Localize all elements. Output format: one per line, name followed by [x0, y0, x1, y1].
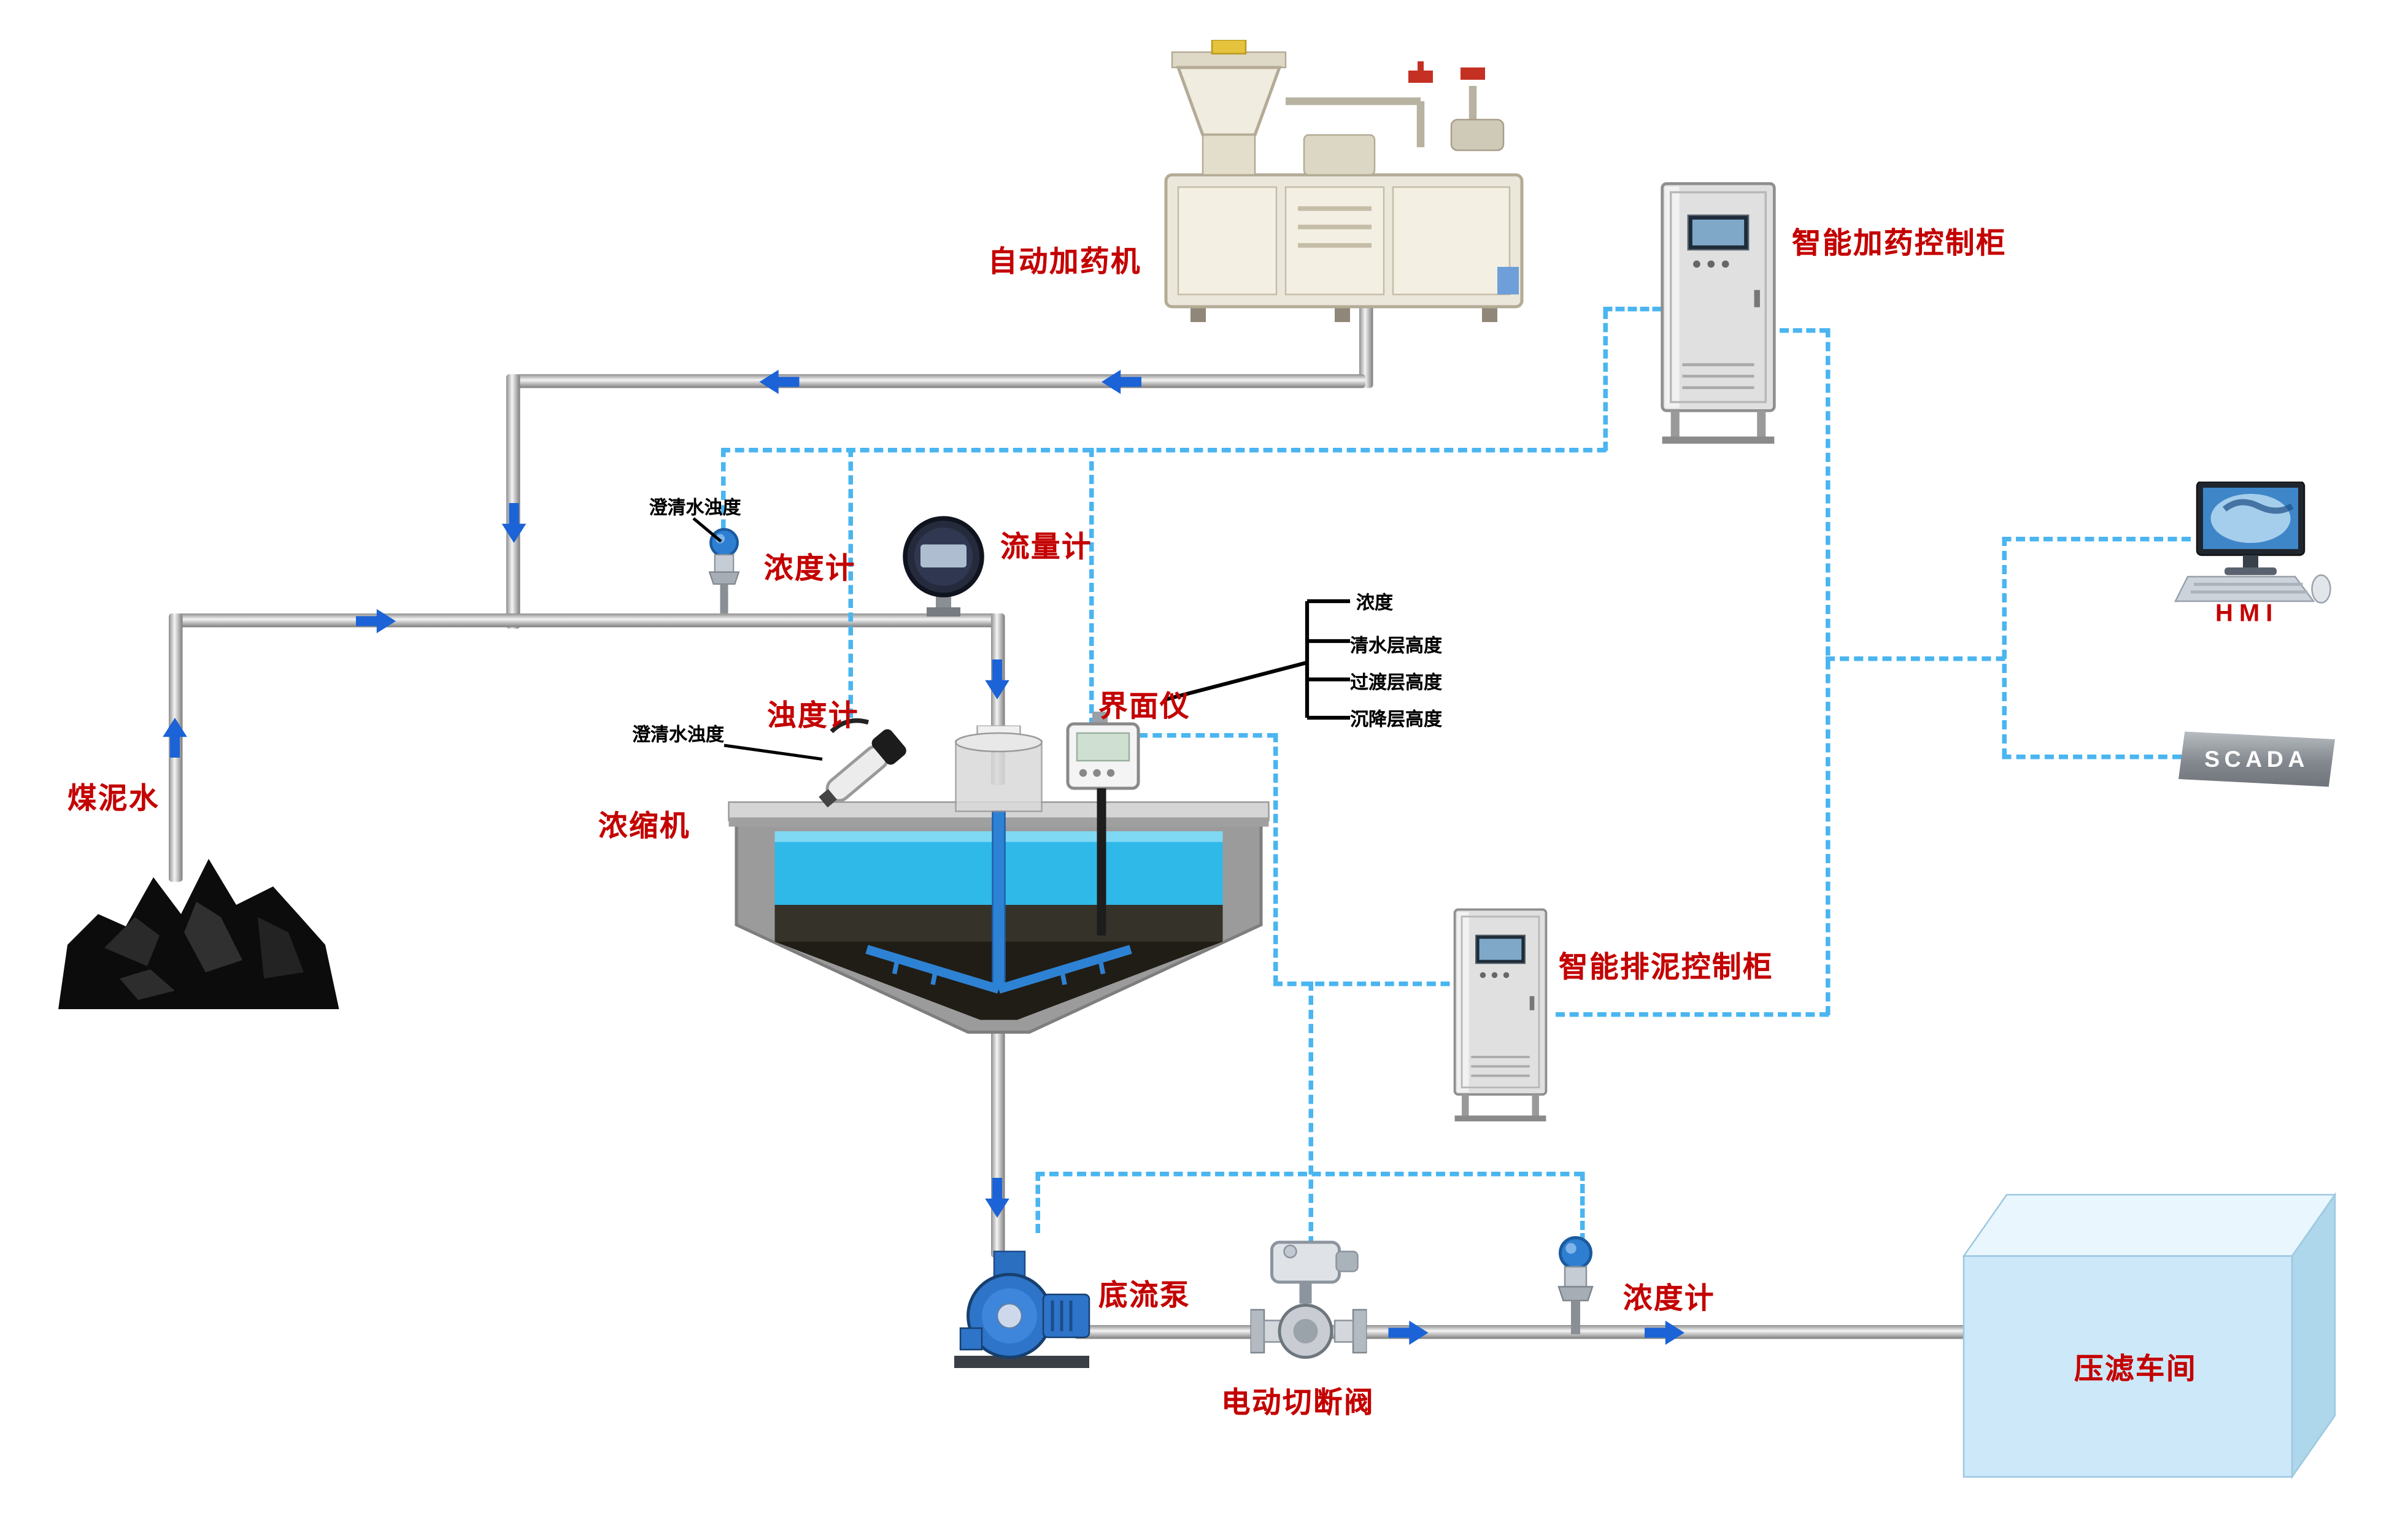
signal-to-scada [2002, 755, 2182, 759]
interface-meter-graphic [1055, 712, 1151, 942]
signal-hmi-scada-bus [2002, 537, 2007, 758]
auto-dosing-machine-label: 自动加药机 [988, 247, 1142, 280]
thickener-label: 浓缩机 [598, 811, 691, 844]
flow-meter-label: 流量计 [1000, 532, 1093, 565]
underflow-pump-label: 底流泵 [1098, 1280, 1191, 1313]
signal-right-bus [1826, 328, 1831, 1015]
signal-to-turbidity-meter [848, 448, 853, 718]
signal-to-hmi [2002, 537, 2191, 542]
smart-dosing-cabinet-graphic [1651, 178, 1786, 451]
auto-dosing-machine-graphic [1151, 40, 1537, 325]
flow-arrow-down-icon [984, 659, 1011, 699]
scada-badge: SCADA [2178, 731, 2335, 787]
annotation-pointer-mid [721, 739, 828, 764]
interface-reading-transition-layer: 过渡层高度 [1350, 672, 1443, 693]
interface-reading-clear-layer: 清水层高度 [1350, 635, 1443, 656]
electric-cutoff-valve-graphic [1250, 1236, 1367, 1377]
turbidity-meter-graphic [810, 698, 927, 824]
flow-arrow-left-icon [1102, 368, 1141, 396]
signal-dosing-cabinet-drop [1603, 310, 1608, 451]
pipe-underflow [991, 1012, 1005, 1258]
signal-valve-drop [1308, 982, 1313, 1245]
turbidity-meter-label: 浊度计 [767, 701, 860, 734]
hmi-label: HMI [2215, 601, 2279, 628]
signal-to-bottom-concentration [1580, 1172, 1585, 1242]
signal-interface-out [1138, 733, 1276, 738]
concentration-meter-bottom-graphic [1540, 1236, 1611, 1337]
signal-to-interface-meter [1089, 448, 1094, 727]
flow-meter-graphic [899, 515, 988, 623]
concentration-meter-top-label: 浓度计 [764, 553, 857, 586]
pipe-top-horizontal [506, 374, 1365, 388]
coal-slurry-pile-graphic [58, 825, 342, 1012]
concentration-meter-top-graphic [693, 528, 755, 617]
signal-right-cross [1826, 656, 2005, 661]
pipe-dosing-outlet [1359, 288, 1373, 388]
pipe-bottom-horizontal [1074, 1325, 1994, 1339]
clarified-water-turbidity-mid-label: 澄清水浊度 [632, 724, 725, 745]
flow-arrow-right-icon [1645, 1320, 1684, 1345]
underflow-pump-graphic [948, 1248, 1095, 1374]
filter-press-workshop-graphic [1961, 1189, 2344, 1480]
flow-arrow-down-icon [984, 1178, 1011, 1218]
signal-sludge-cabinet-right [1556, 1012, 1829, 1017]
annotation-pointer-top [690, 515, 729, 546]
signal-to-sludge-cabinet [1273, 982, 1450, 986]
flow-arrow-down-icon [500, 503, 528, 543]
clarified-water-turbidity-top-label: 澄清水浊度 [649, 497, 741, 518]
signal-interface-drop [1273, 733, 1278, 985]
pipe-left-drop [506, 374, 520, 629]
electric-cutoff-valve-label: 电动切断阀 [1221, 1388, 1375, 1421]
concentration-meter-bottom-label: 浓度计 [1623, 1283, 1716, 1316]
signal-bottom-bus [1035, 1172, 1583, 1177]
interface-meter-label: 界面仪 [1098, 691, 1191, 724]
signal-dosing-cabinet-link [1603, 307, 1662, 312]
smart-sludge-cabinet-graphic [1444, 905, 1557, 1128]
flow-arrow-right-icon [1388, 1320, 1429, 1345]
signal-to-concentration-meter [721, 448, 726, 543]
flow-arrow-left-icon [760, 368, 800, 396]
filter-press-workshop-label: 压滤车间 [2074, 1354, 2198, 1387]
interface-reading-concentration: 浓度 [1356, 592, 1394, 613]
scada-label: SCADA [2204, 746, 2309, 772]
smart-sludge-cabinet-label: 智能排泥控制柜 [1559, 952, 1774, 985]
pipe-mid-horizontal [169, 613, 1005, 628]
smart-dosing-cabinet-label: 智能加药控制柜 [1792, 228, 2007, 261]
thickener-graphic [714, 725, 1284, 1048]
signal-top-bus [721, 448, 1607, 453]
signal-cabinet-right-link [1780, 328, 1829, 333]
hmi-workstation-graphic [2172, 482, 2332, 607]
flow-arrow-right-icon [356, 609, 396, 634]
coal-slurry-label: 煤泥水 [68, 783, 160, 817]
signal-to-pump [1035, 1172, 1040, 1233]
interface-readings-bracket [1154, 595, 1368, 742]
flow-arrow-up-icon [161, 718, 189, 758]
interface-reading-settle-layer: 沉降层高度 [1350, 709, 1443, 730]
